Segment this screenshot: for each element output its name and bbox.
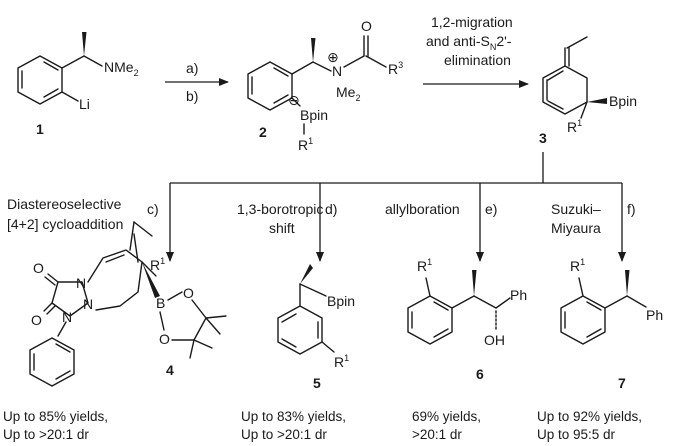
result-5-line-1: Up to 83% yields, — [241, 409, 346, 424]
o-ring-top-label: O — [183, 285, 194, 301]
mechanism-line-2: and anti-SN2'- — [426, 33, 512, 52]
oh-label: OH — [484, 332, 505, 348]
r1-label-3: R1 — [567, 118, 582, 135]
step-f-line-2: Miyaura — [551, 220, 601, 236]
compound-number-6: 6 — [476, 366, 484, 382]
result-7-line-1: Up to 92% yields, — [537, 409, 642, 424]
compound-number-4: 4 — [166, 362, 174, 378]
step-d-line-2: shift — [269, 220, 295, 236]
bpin-label-2: Bpin — [300, 107, 328, 123]
step-f-label: f) — [627, 201, 636, 217]
step-c-label: c) — [147, 201, 159, 217]
nme2-label: NMe2 — [104, 59, 139, 78]
compound-3: Bpin R1 3 — [539, 36, 637, 146]
mechanism-line-3: elimination — [444, 52, 511, 68]
o-bottom-label: O — [31, 312, 42, 328]
compound-6: R1 Ph OH 6 — [407, 257, 527, 382]
step-d-line-1: 1,3-borotropic — [237, 201, 323, 217]
branch-arrows — [166, 152, 626, 262]
step-d-label: d) — [325, 201, 337, 217]
compound-number-3: 3 — [539, 130, 547, 146]
ph-label-6: Ph — [510, 287, 527, 303]
carbonyl-o-label: O — [361, 18, 372, 34]
bpin-label-5: Bpin — [327, 293, 355, 309]
b-label: B — [156, 295, 165, 311]
ammonium-n-label: N — [332, 63, 342, 79]
o-top-label: O — [33, 260, 44, 276]
r3-label: R3 — [388, 60, 403, 77]
compound-number-5: 5 — [313, 375, 321, 391]
o-ring-bottom-label: O — [159, 331, 170, 347]
step-a-label: a) — [186, 60, 198, 76]
result-4-line-2: Up to >20:1 dr — [3, 427, 89, 442]
step-e-label: e) — [485, 201, 497, 217]
step-c-line-1: Diastereoselective — [7, 196, 122, 212]
compound-4: N N N O O R1 B O O 4 — [29, 221, 227, 387]
plus-charge: ⊕ — [327, 49, 339, 65]
ph-label-7: Ph — [646, 307, 663, 323]
r1-label-6: R1 — [417, 257, 432, 274]
compound-1: NMe2 Li 1 — [17, 32, 139, 137]
compound-2: N ⊕ Me2 O R3 ⊖ Bpin R1 2 — [247, 18, 403, 153]
step-c-line-2: [4+2] cycloaddition — [7, 216, 123, 232]
r1-label-5: R1 — [334, 353, 349, 370]
compound-5: Bpin R1 5 — [277, 264, 355, 391]
n-right-label: N — [62, 309, 72, 325]
r1-label-2: R1 — [298, 136, 313, 153]
result-5-line-2: Up to >20:1 dr — [241, 427, 327, 442]
minus-charge: ⊖ — [288, 92, 300, 108]
compound-number-2: 2 — [259, 124, 267, 140]
result-6-line-2: >20:1 dr — [412, 427, 462, 442]
step-f-line-1: Suzuki– — [551, 201, 601, 217]
compound-7: R1 Ph 7 — [560, 257, 663, 391]
bpin-label-3: Bpin — [609, 93, 637, 109]
compound-number-1: 1 — [36, 121, 44, 137]
result-4-line-1: Up to 85% yields, — [3, 409, 108, 424]
li-label: Li — [79, 96, 90, 112]
r1-label-7: R1 — [570, 257, 585, 274]
r1-label-4: R1 — [150, 256, 165, 273]
mechanism-line-1: 1,2-migration — [431, 14, 513, 30]
n-center-label: N — [83, 296, 93, 312]
n-left-label: N — [76, 275, 86, 291]
step-b-label: b) — [186, 88, 198, 104]
compound-number-7: 7 — [618, 375, 626, 391]
result-6-line-1: 69% yields, — [412, 409, 481, 424]
result-7-line-2: Up to 95:5 dr — [537, 427, 616, 442]
me2-label: Me2 — [336, 84, 360, 103]
step-e-line-1: allylboration — [385, 201, 460, 217]
